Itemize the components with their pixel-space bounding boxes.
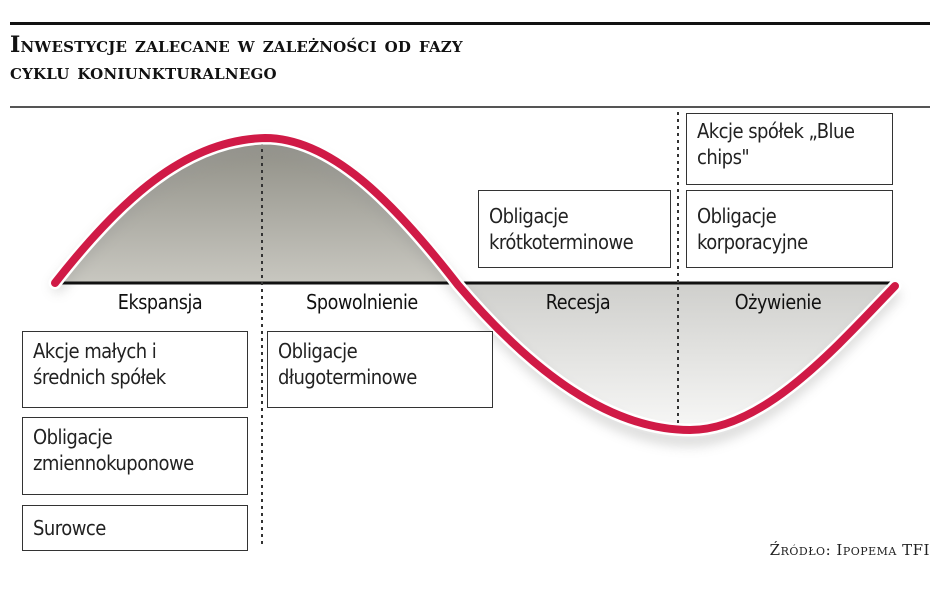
box-text-line: krótkoterminowe — [489, 230, 634, 254]
box-small-mid-cap-stocks: Akcje małych i średnich spółek — [22, 331, 248, 408]
box-text-line: chips" — [697, 145, 750, 169]
source-note: Źródło: Ipopema TFI — [769, 541, 930, 559]
top-rule — [10, 22, 930, 25]
box-text-line: Obligacje — [33, 425, 113, 449]
expansion-area — [55, 140, 455, 283]
box-text-line: Surowce — [33, 516, 106, 540]
title-line-2: cyklu koniunkturalnego — [10, 59, 277, 85]
box-text-line: Obligacje — [278, 339, 358, 363]
box-corporate-bonds: Obligacje korporacyjne — [686, 190, 893, 268]
phase-label-recovery: Ożywienie — [734, 290, 822, 314]
box-blue-chip-stocks: Akcje spółek „Blue chips" — [686, 113, 893, 185]
box-text-line: Akcje spółek „Blue — [697, 119, 855, 143]
box-text-line: zmiennokuponowe — [33, 451, 194, 475]
phase-label-recession: Recesja — [545, 290, 611, 314]
chart-title: Inwestycje zalecane w zależności od fazy… — [10, 32, 930, 86]
phase-label-slowdown: Spowolnienie — [306, 290, 418, 314]
box-text-line: Akcje małych i — [33, 339, 157, 363]
box-long-term-bonds: Obligacje długoterminowe — [267, 331, 493, 408]
phase-label-expansion: Ekspansja — [117, 290, 203, 314]
box-text-line: korporacyjne — [697, 230, 808, 254]
box-floating-rate-bonds: Obligacje zmiennokuponowe — [22, 417, 248, 495]
box-commodities: Surowce — [22, 505, 248, 551]
cycle-line — [51, 133, 899, 435]
box-text-line: Obligacje — [489, 204, 569, 228]
box-text-line: Obligacje — [697, 204, 777, 228]
box-text-line: długoterminowe — [278, 365, 417, 389]
recession-area — [455, 283, 893, 428]
box-short-term-bonds: Obligacje krótkoterminowe — [478, 190, 671, 268]
box-text-line: średnich spółek — [33, 365, 166, 389]
title-line-1: Inwestycje zalecane w zależności od fazy — [10, 32, 463, 58]
title-underline — [10, 106, 930, 108]
